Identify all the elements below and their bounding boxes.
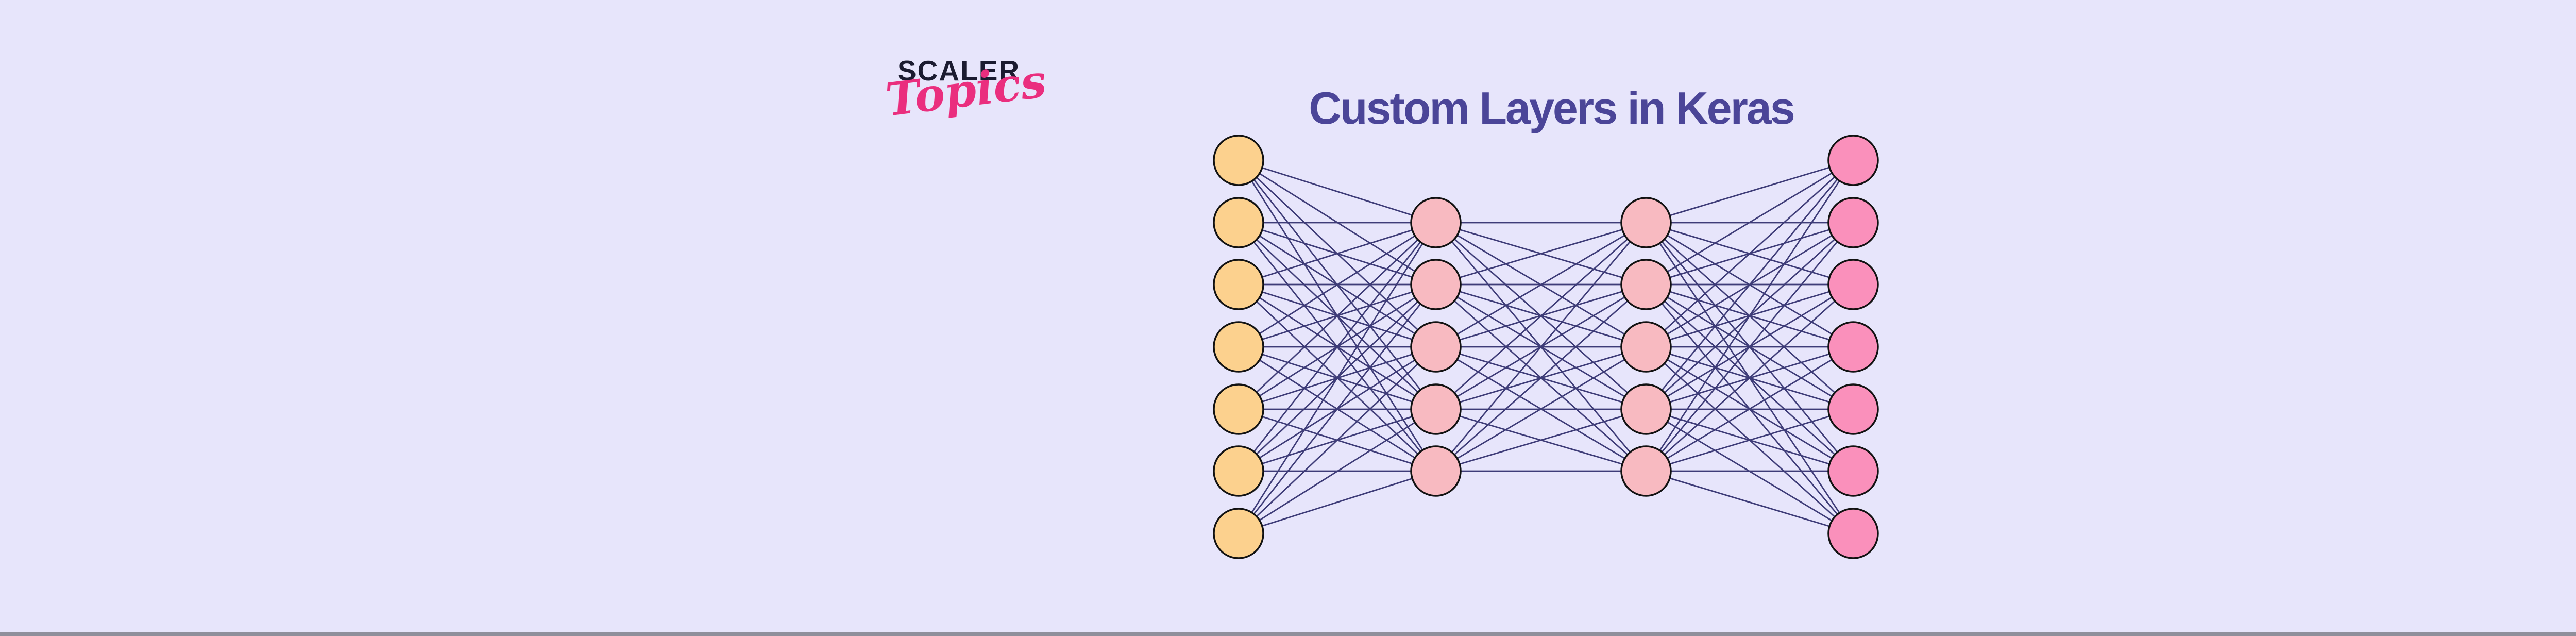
node-hidden-1-3 bbox=[1410, 321, 1462, 373]
edge bbox=[1646, 346, 1854, 472]
nodes bbox=[1213, 135, 1879, 559]
edge bbox=[1646, 159, 1854, 224]
node-hidden-1-5 bbox=[1410, 445, 1462, 497]
node-output-3 bbox=[1827, 259, 1879, 310]
edge bbox=[1645, 222, 1854, 472]
node-output-5 bbox=[1827, 383, 1879, 435]
node-input-7 bbox=[1213, 508, 1264, 559]
edges bbox=[1238, 159, 1854, 534]
edge bbox=[1435, 222, 1647, 472]
edge bbox=[1238, 222, 1436, 348]
node-input-2 bbox=[1213, 197, 1264, 248]
edge bbox=[1645, 160, 1854, 472]
edge bbox=[1435, 222, 1647, 286]
node-input-1 bbox=[1213, 135, 1264, 186]
edge bbox=[1238, 222, 1437, 472]
node-input-6 bbox=[1213, 445, 1264, 497]
node-input-5 bbox=[1213, 383, 1264, 435]
edge bbox=[1435, 222, 1647, 348]
edge bbox=[1646, 159, 1854, 348]
node-hidden-1-2 bbox=[1410, 259, 1462, 310]
edge bbox=[1435, 346, 1647, 472]
node-hidden-2-4 bbox=[1620, 383, 1672, 435]
edge bbox=[1435, 408, 1647, 472]
edge bbox=[1238, 408, 1436, 534]
edge bbox=[1646, 159, 1854, 286]
node-hidden-2-5 bbox=[1620, 445, 1672, 497]
node-output-2 bbox=[1827, 197, 1879, 248]
node-hidden-1-4 bbox=[1410, 383, 1462, 435]
edge bbox=[1238, 346, 1436, 534]
node-output-6 bbox=[1827, 445, 1879, 497]
edge bbox=[1435, 283, 1647, 472]
node-hidden-2-1 bbox=[1620, 197, 1672, 248]
bottom-rule bbox=[0, 632, 2576, 636]
edge bbox=[1238, 470, 1436, 534]
node-hidden-1-1 bbox=[1410, 197, 1462, 248]
edge bbox=[1645, 160, 1854, 410]
edge bbox=[1238, 284, 1437, 534]
edge bbox=[1238, 159, 1436, 224]
node-output-1 bbox=[1827, 135, 1879, 186]
edge bbox=[1435, 222, 1647, 410]
scaler-logo-wordmark: SCALER bbox=[897, 55, 1021, 87]
edge bbox=[1646, 408, 1854, 472]
edge bbox=[1646, 470, 1854, 534]
edge bbox=[1238, 222, 1436, 286]
node-input-4 bbox=[1213, 321, 1264, 373]
node-output-7 bbox=[1827, 508, 1879, 559]
page-title: Custom Layers in Keras bbox=[1309, 82, 1795, 133]
node-input-3 bbox=[1213, 259, 1264, 310]
edge bbox=[1646, 283, 1854, 472]
edge bbox=[1238, 222, 1437, 534]
edge bbox=[1238, 222, 1436, 410]
node-hidden-2-3 bbox=[1620, 321, 1672, 373]
node-hidden-2-2 bbox=[1620, 259, 1672, 310]
node-output-4 bbox=[1827, 321, 1879, 373]
